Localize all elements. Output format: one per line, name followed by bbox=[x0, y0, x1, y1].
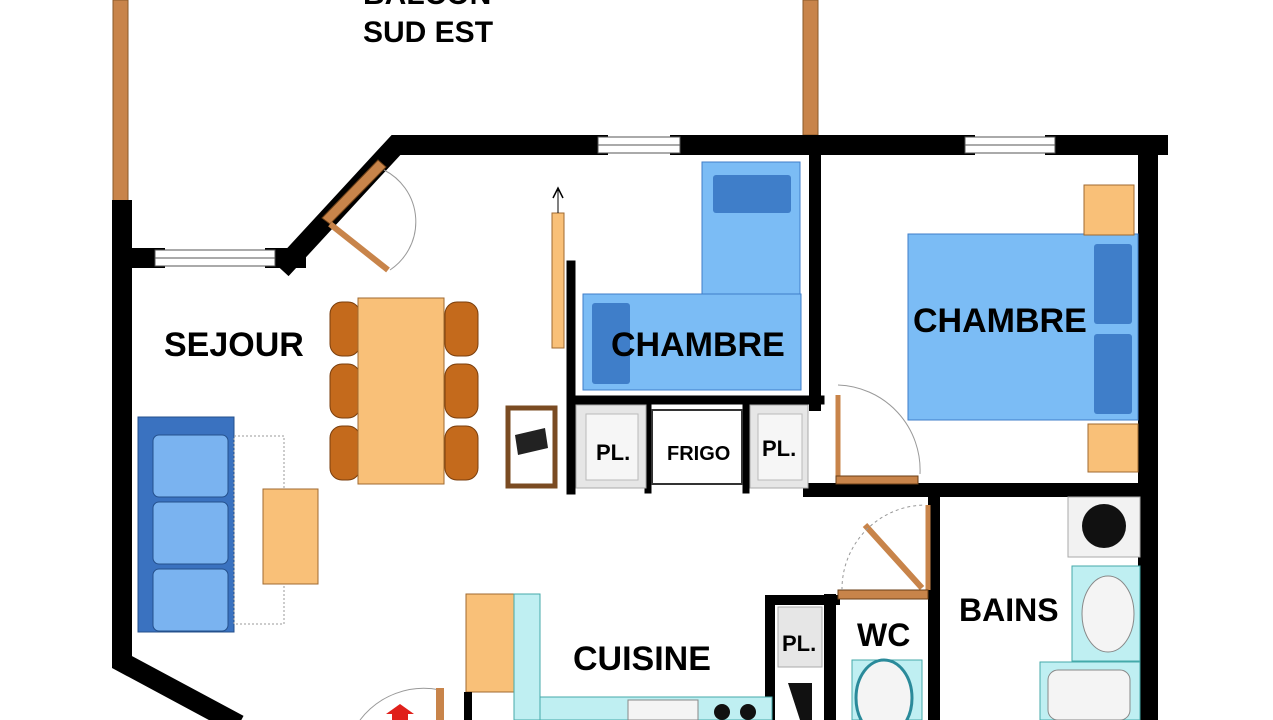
wc-door bbox=[837, 504, 931, 600]
hall-rack bbox=[551, 186, 565, 349]
bath-sink bbox=[1081, 575, 1135, 653]
windows bbox=[154, 136, 1056, 267]
nightstand-bottom bbox=[1087, 423, 1139, 473]
room-label-sejour: SEJOUR bbox=[164, 326, 304, 364]
toilet bbox=[851, 658, 923, 720]
bunk-bed-lower bbox=[582, 293, 802, 391]
top-wall-left bbox=[273, 135, 608, 277]
double-bed bbox=[907, 233, 1139, 421]
room-label-chambre-small: CHAMBRE bbox=[611, 326, 785, 364]
balcony-post-right bbox=[802, 0, 819, 136]
dining-table bbox=[357, 297, 445, 485]
bunk-bed-upper bbox=[701, 161, 801, 298]
fixture-label-frigo: FRIGO bbox=[667, 443, 730, 465]
fixture-label-placard-kitchen: PL. bbox=[782, 631, 816, 656]
room-label-cuisine: CUISINE bbox=[573, 640, 711, 678]
closets bbox=[575, 404, 823, 668]
room-label-chambre-large: CHAMBRE bbox=[913, 302, 1087, 340]
dining-set bbox=[329, 297, 479, 485]
fixture-label-placard-left: PL. bbox=[596, 440, 630, 465]
balcony-post-left bbox=[112, 0, 129, 211]
kitchen bbox=[464, 593, 812, 720]
fixture-label-placard-right: PL. bbox=[762, 436, 796, 461]
bedroom-door bbox=[835, 384, 921, 485]
balcony-label-top: BALCON bbox=[363, 0, 491, 11]
outer-wall bbox=[112, 200, 244, 720]
entry-door bbox=[321, 159, 417, 273]
bathroom-fixtures bbox=[1039, 496, 1141, 720]
entrance-marker bbox=[359, 687, 444, 720]
nightstand-top bbox=[1083, 184, 1135, 236]
tv-unit bbox=[505, 405, 558, 489]
sofa bbox=[137, 416, 285, 633]
balcony-label: SUD EST bbox=[363, 16, 493, 49]
walls bbox=[112, 135, 1168, 720]
coffee-table bbox=[262, 488, 319, 585]
room-label-bains: BAINS bbox=[959, 592, 1059, 628]
room-label-wc: WC bbox=[857, 617, 910, 653]
washer bbox=[1082, 504, 1126, 548]
